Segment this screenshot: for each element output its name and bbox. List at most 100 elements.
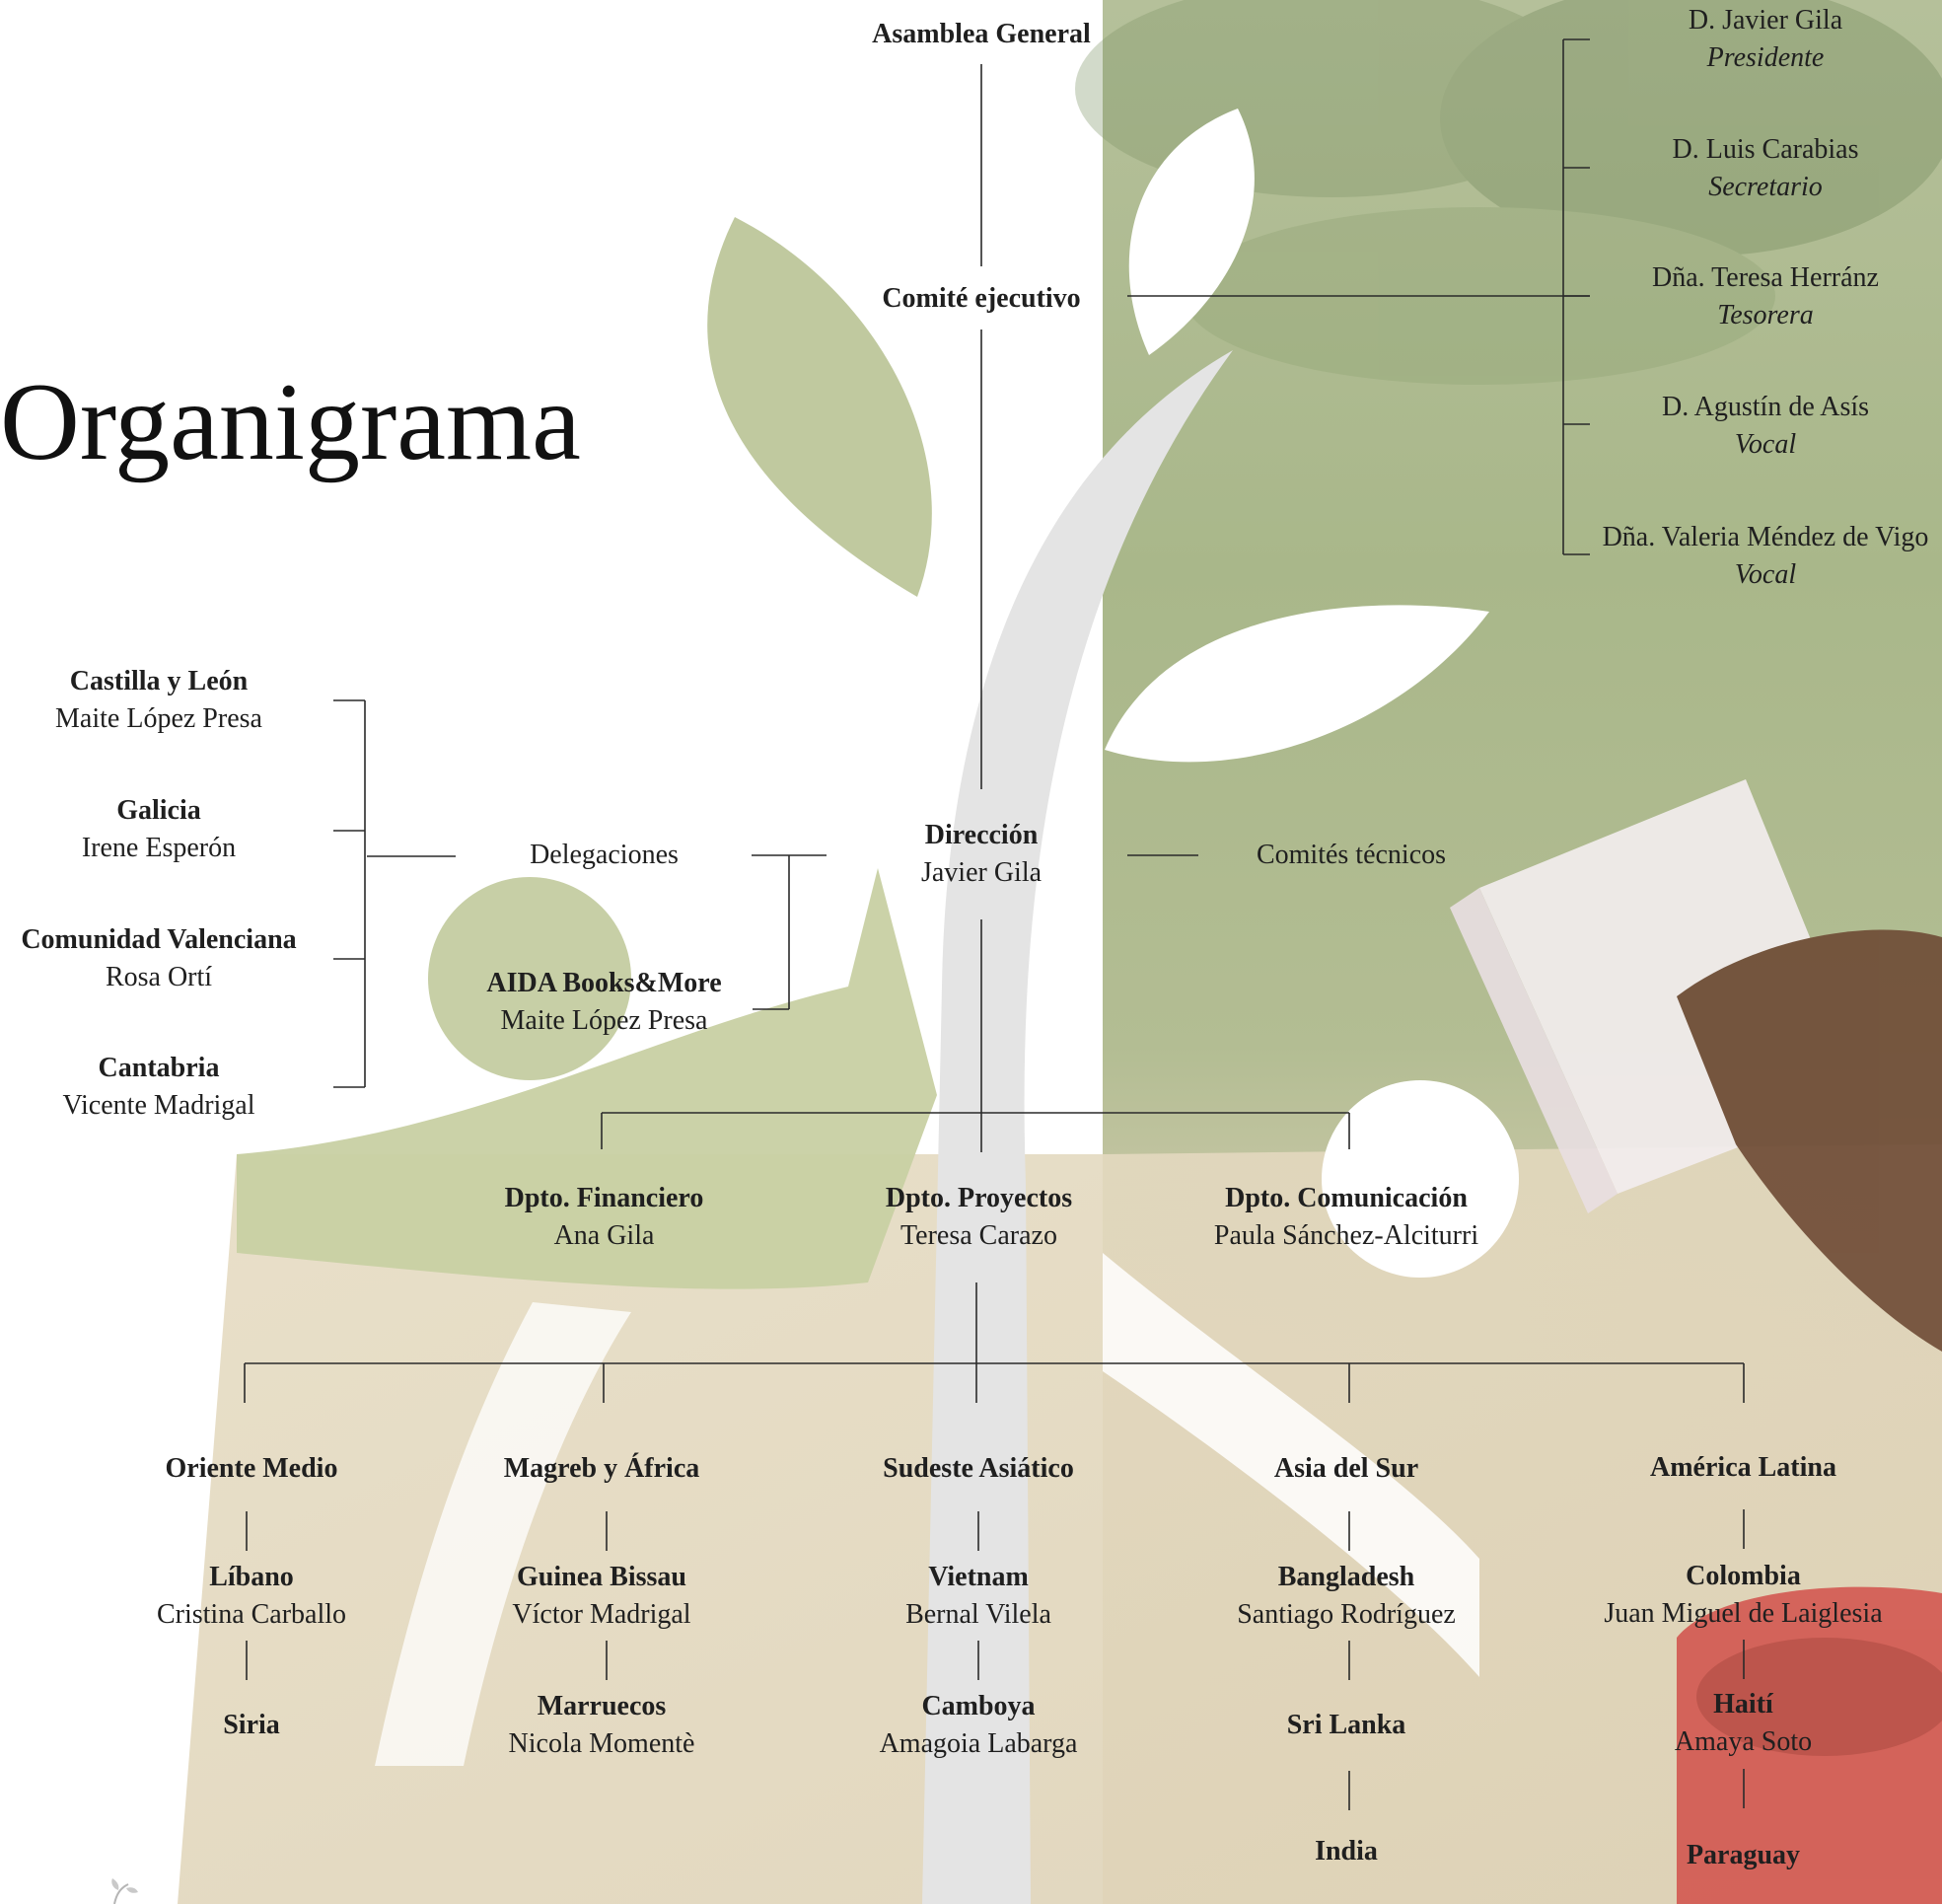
node-country: Colombia Juan Miguel de Laiglesia [1578, 1558, 1908, 1633]
committee-member: Dña. Teresa Herránz Tesorera [1578, 259, 1942, 334]
member-role: Vocal [1734, 559, 1797, 590]
node-country: Siria [94, 1707, 409, 1744]
node-country: Bangladesh Santiago Rodríguez [1188, 1559, 1504, 1634]
delegation-person: Rosa Ortí [105, 962, 213, 992]
delegation-item: Cantabria Vicente Madrigal [0, 1050, 318, 1125]
node-country: Vietnam Bernal Vilela [821, 1559, 1136, 1634]
country-name: India [1315, 1836, 1378, 1867]
committee-member: D. Javier Gila Presidente [1578, 2, 1942, 77]
country-name: Bangladesh [1277, 1562, 1415, 1592]
node-country: Guinea Bissau Víctor Madrigal [444, 1559, 759, 1634]
node-title: Comités técnicos [1256, 840, 1447, 870]
country-person: Juan Miguel de Laiglesia [1604, 1598, 1883, 1629]
member-name: Dña. Teresa Herránz [1652, 262, 1879, 293]
country-name: Sri Lanka [1286, 1710, 1406, 1740]
member-role: Presidente [1706, 42, 1825, 73]
node-region: Sudeste Asiático [821, 1450, 1136, 1488]
node-region: Asia del Sur [1188, 1450, 1504, 1488]
white-stroke-left [375, 1302, 631, 1766]
sprout-logo-icon [111, 1878, 138, 1904]
node-person: Maite López Presa [500, 1005, 708, 1036]
node-delegaciones: Delegaciones [464, 837, 745, 874]
node-country: Paraguay [1578, 1837, 1908, 1874]
country-name: Camboya [921, 1691, 1036, 1721]
node-person: Ana Gila [553, 1220, 655, 1251]
member-name: Dña. Valeria Méndez de Vigo [1602, 522, 1929, 552]
country-person: Cristina Carballo [156, 1599, 347, 1630]
region-title: Asia del Sur [1273, 1453, 1419, 1484]
node-department: Dpto. Financiero Ana Gila [449, 1180, 759, 1255]
country-person: Bernal Vilela [905, 1599, 1051, 1630]
node-person: Javier Gila [920, 857, 1043, 888]
country-name: Líbano [209, 1562, 294, 1592]
node-title: Dpto. Comunicación [1225, 1183, 1468, 1213]
node-title: Dirección [924, 820, 1039, 850]
member-name: D. Agustín de Asís [1661, 392, 1870, 422]
committee-member: D. Luis Carabias Secretario [1578, 131, 1942, 206]
country-name: Siria [223, 1710, 280, 1740]
white-leaf-middle [1105, 605, 1489, 763]
country-name: Paraguay [1686, 1840, 1801, 1870]
country-person: Santiago Rodríguez [1237, 1599, 1456, 1630]
node-region: Magreb y África [444, 1450, 759, 1488]
node-direccion: Dirección Javier Gila [858, 817, 1105, 892]
node-country: Haití Amaya Soto [1578, 1686, 1908, 1761]
delegation-person: Irene Esperón [81, 833, 237, 863]
node-country: Líbano Cristina Carballo [94, 1559, 409, 1634]
node-title: Comité ejecutivo [882, 283, 1081, 314]
node-region: América Latina [1578, 1449, 1908, 1487]
country-person: Amaya Soto [1674, 1726, 1813, 1757]
country-person: Víctor Madrigal [512, 1599, 691, 1630]
node-country: Camboya Amagoia Labarga [821, 1688, 1136, 1763]
gray-stem [922, 350, 1233, 1904]
member-role: Vocal [1734, 429, 1797, 460]
member-role: Tesorera [1717, 300, 1814, 330]
white-stroke-right [1103, 1253, 1479, 1677]
sand-area [178, 1144, 1942, 1904]
node-title: AIDA Books&More [486, 968, 722, 998]
delegation-region: Galicia [116, 795, 201, 826]
delegation-person: Vicente Madrigal [62, 1090, 255, 1121]
region-title: América Latina [1650, 1452, 1836, 1483]
node-country: Sri Lanka [1188, 1707, 1504, 1744]
node-title: Delegaciones [530, 840, 679, 870]
country-name: Marruecos [537, 1691, 667, 1721]
node-country: India [1188, 1833, 1504, 1870]
member-name: D. Luis Carabias [1672, 134, 1859, 165]
node-asamblea-general: Asamblea General [804, 16, 1159, 53]
region-title: Magreb y África [503, 1453, 700, 1484]
node-comite-ejecutivo: Comité ejecutivo [828, 280, 1134, 318]
white-circle [1322, 1080, 1519, 1278]
white-leaf-top [1128, 109, 1255, 355]
node-title: Dpto. Financiero [504, 1183, 704, 1213]
page-title: Organigrama [0, 361, 581, 483]
green-leaf [707, 217, 932, 597]
node-person: Teresa Carazo [900, 1220, 1057, 1251]
member-role: Secretario [1708, 172, 1823, 202]
country-name: Guinea Bissau [517, 1562, 686, 1592]
notebook-illustration [1450, 779, 1942, 1352]
green-lower-shape [237, 868, 937, 1289]
country-name: Vietnam [928, 1562, 1029, 1592]
delegation-item: Galicia Irene Esperón [0, 792, 318, 867]
node-comites-tecnicos: Comités técnicos [1203, 837, 1499, 874]
delegation-region: Cantabria [98, 1053, 220, 1083]
node-department: Dpto. Comunicación Paula Sánchez-Alcitur… [1174, 1180, 1519, 1255]
node-title: Dpto. Proyectos [885, 1183, 1073, 1213]
member-name: D. Javier Gila [1688, 5, 1843, 36]
node-region: Oriente Medio [94, 1450, 409, 1488]
delegation-region: Comunidad Valenciana [21, 924, 297, 955]
region-title: Oriente Medio [165, 1453, 338, 1484]
committee-member: D. Agustín de Asís Vocal [1578, 389, 1942, 464]
country-name: Haití [1713, 1689, 1773, 1720]
delegation-item: Comunidad Valenciana Rosa Ortí [0, 921, 318, 996]
delegation-region: Castilla y León [69, 666, 249, 696]
region-title: Sudeste Asiático [883, 1453, 1074, 1484]
country-person: Amagoia Labarga [879, 1728, 1078, 1759]
node-title: Asamblea General [872, 19, 1091, 49]
delegation-item: Castilla y León Maite López Presa [0, 663, 318, 738]
node-country: Marruecos Nicola Momentè [444, 1688, 759, 1763]
green-circle [428, 877, 631, 1080]
